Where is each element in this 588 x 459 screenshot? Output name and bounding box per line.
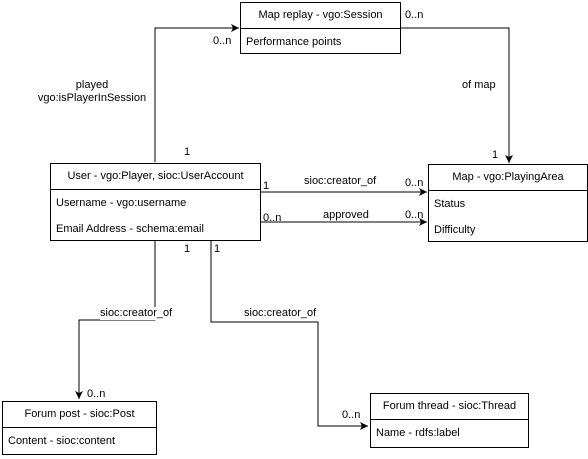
class-attribute: Name - rdfs:label bbox=[376, 427, 460, 439]
creator-map-label: sioc:creator_of bbox=[304, 175, 377, 187]
played-connector bbox=[154, 24, 239, 162]
creator-post-source-multiplicity: 1 bbox=[184, 243, 191, 255]
creator-map-source-multiplicity: 1 bbox=[263, 180, 270, 192]
approved-label: approved bbox=[323, 209, 369, 221]
class-attribute: Performance points bbox=[246, 36, 342, 48]
of-map-target-multiplicity: 1 bbox=[492, 149, 499, 161]
class-map-replay-session[interactable]: Map replay - vgo:Session Performance poi… bbox=[240, 2, 401, 54]
class-attribute: Status bbox=[434, 198, 466, 210]
of-map-connector bbox=[401, 27, 513, 163]
class-title: Map replay - vgo:Session bbox=[241, 3, 400, 29]
class-attribute: Content - sioc:content bbox=[8, 435, 116, 447]
class-title: Forum post - sioc:Post bbox=[3, 402, 156, 428]
creator-thread-source-multiplicity: 1 bbox=[214, 243, 221, 255]
creator-post-connector bbox=[75, 241, 156, 399]
class-forum-thread[interactable]: Forum thread - sioc:Thread Name - rdfs:l… bbox=[370, 393, 529, 448]
played-target-multiplicity: 0..n bbox=[213, 35, 232, 47]
class-title: User - vgo:Player, sioc:UserAccount bbox=[51, 164, 260, 190]
class-attribute: Email Address - schema:email bbox=[56, 223, 204, 235]
played-source-multiplicity: 1 bbox=[184, 146, 191, 158]
class-forum-post[interactable]: Forum post - sioc:Post Content - sioc:co… bbox=[2, 401, 157, 455]
creator-post-target-multiplicity: 0..n bbox=[87, 388, 106, 400]
class-title: Map - vgo:PlayingArea bbox=[429, 165, 587, 191]
class-attribute: Username - vgo:username bbox=[56, 197, 187, 209]
creator-thread-label: sioc:creator_of bbox=[244, 307, 317, 319]
approved-target-multiplicity: 0..n bbox=[405, 209, 424, 221]
class-title: Forum thread - sioc:Thread bbox=[371, 394, 528, 420]
creator-thread-connector bbox=[210, 241, 368, 430]
approved-source-multiplicity: 0..n bbox=[263, 212, 282, 224]
creator-map-target-multiplicity: 0..n bbox=[405, 177, 424, 189]
played-label-line2: vgo:isPlayerInSession bbox=[37, 92, 147, 104]
played-label-line1: played bbox=[75, 79, 109, 91]
class-map-playing-area[interactable]: Map - vgo:PlayingArea Status Difficulty bbox=[428, 164, 588, 242]
played-label: played vgo:isPlayerInSession bbox=[30, 79, 154, 105]
class-attribute: Difficulty bbox=[434, 224, 476, 236]
class-user-player[interactable]: User - vgo:Player, sioc:UserAccount User… bbox=[50, 163, 261, 241]
of-map-source-multiplicity: 0..n bbox=[405, 9, 424, 21]
creator-thread-target-multiplicity: 0..n bbox=[342, 409, 361, 421]
of-map-label: of map bbox=[462, 79, 496, 91]
creator-post-label: sioc:creator_of bbox=[100, 307, 173, 320]
